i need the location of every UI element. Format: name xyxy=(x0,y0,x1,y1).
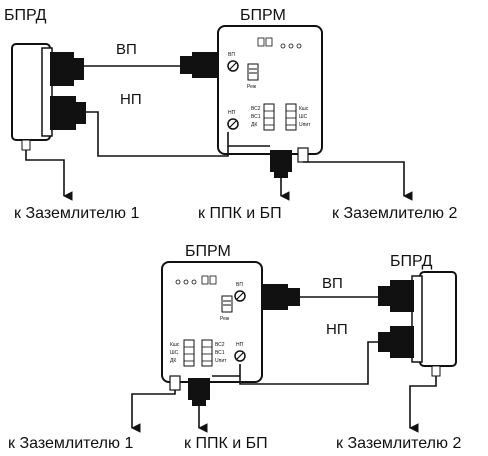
bottom-terminal-l1: Кшс xyxy=(170,342,180,348)
bottom-dest-ppk: к ППК и БП xyxy=(184,435,268,452)
top-rx-lower-port-label: НП xyxy=(228,110,236,116)
top-transmitter-unit xyxy=(11,43,86,151)
top-terminal-r2: ШС xyxy=(299,114,308,120)
top-upper-cable-label: ВП xyxy=(116,41,137,58)
top-terminal-r1: Кшс xyxy=(299,106,309,112)
bottom-diagram: БПРМ БПРД ВП Реж НП xyxy=(8,243,461,452)
bottom-transmitter-unit xyxy=(378,271,457,377)
bottom-terminal-l2: ШС xyxy=(170,350,179,356)
top-dest-ground-2: к Заземлителю 2 xyxy=(332,205,457,222)
top-dest-ppk: к ППК и БП xyxy=(198,205,282,222)
top-transmitter-title: БПРД xyxy=(4,7,47,24)
bottom-terminal-2: ВС1 xyxy=(215,350,225,356)
bottom-upper-cable-label: ВП xyxy=(322,275,343,292)
top-receiver-unit: ВП Реж НП ВС2 ВС1 ДК Кшс ШС Uпит xyxy=(180,25,323,178)
top-terminal-1: ВС2 xyxy=(251,106,261,112)
bottom-transmitter-title: БПРД xyxy=(390,253,433,270)
bottom-terminal-1: ВС2 xyxy=(215,342,225,348)
bottom-dest-ground-1: к Заземлителю 1 xyxy=(8,435,133,452)
bottom-receiver-title: БПРМ xyxy=(185,243,231,260)
bottom-lower-cable-label: НП xyxy=(326,321,348,338)
top-dest-ground-1: к Заземлителю 1 xyxy=(14,205,139,222)
bottom-rx-upper-port-label: ВП xyxy=(236,282,243,288)
top-receiver-title: БПРМ xyxy=(240,7,286,24)
bottom-dest-ground-2: к Заземлителю 2 xyxy=(336,435,461,452)
bottom-rx-lower-port-label: НП xyxy=(236,342,244,348)
top-terminal-3: ДК xyxy=(251,122,257,128)
top-rx-upper-port-label: ВП xyxy=(228,52,235,58)
bottom-mode-label: Реж xyxy=(220,316,230,322)
bottom-receiver-unit: ВП Реж НП Кшс ШС ДК ВС2 ВС1 Uпит xyxy=(161,261,300,406)
bottom-terminal-3: Uпит xyxy=(215,358,227,364)
top-diagram: БПРД БПРМ ВП xyxy=(4,7,457,222)
top-lower-cable-label: НП xyxy=(120,91,142,108)
bottom-terminal-l3: ДК xyxy=(170,358,176,364)
top-terminal-r3: Uпит xyxy=(299,122,311,128)
top-mode-label: Реж xyxy=(247,84,257,90)
top-terminal-2: ВС1 xyxy=(251,114,261,120)
